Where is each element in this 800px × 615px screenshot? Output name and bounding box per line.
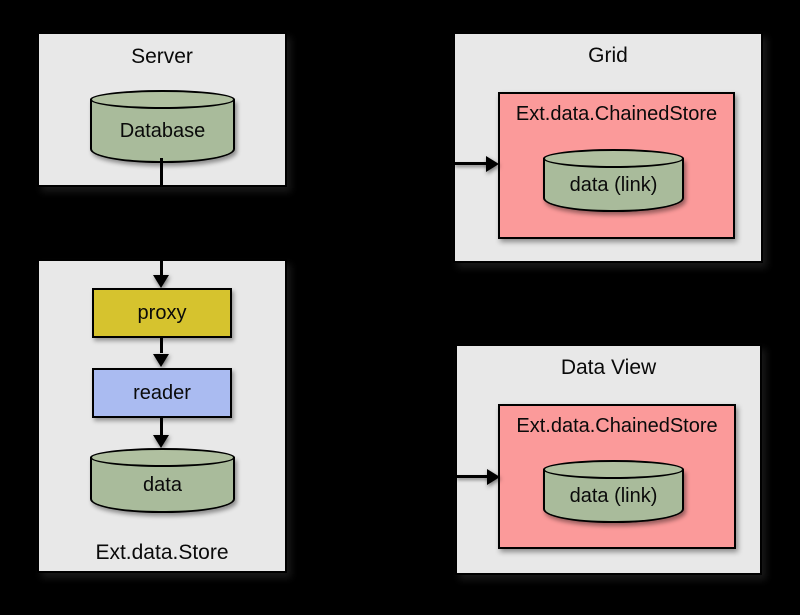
reader-box: reader <box>92 368 232 418</box>
data-view-chained-store-title: Ext.data.ChainedStore <box>516 415 718 437</box>
connector-database-to-store <box>160 158 163 187</box>
proxy-box: proxy <box>92 288 232 338</box>
connector-into-data-view <box>455 475 488 478</box>
arrowhead-into-reader-icon <box>153 354 169 367</box>
connector-store-inlet <box>160 259 163 276</box>
connector-proxy-to-reader <box>160 338 163 353</box>
database-cylinder: Database <box>90 90 235 163</box>
grid-data-link-cylinder-top <box>543 149 684 168</box>
arrowhead-into-grid-icon <box>486 156 499 172</box>
data-view-data-link-label: data (link) <box>569 484 658 507</box>
store-data-cylinder: data <box>90 448 235 513</box>
store-data-cylinder-top <box>90 448 235 467</box>
data-view-title: Data View <box>560 356 657 379</box>
grid-chained-store-title: Ext.data.ChainedStore <box>515 103 718 125</box>
database-cylinder-top <box>90 90 235 109</box>
arrowhead-into-proxy-icon <box>153 275 169 288</box>
connector-reader-to-data <box>160 418 163 435</box>
store-title: Ext.data.Store <box>95 541 229 564</box>
grid-data-link-label: data (link) <box>569 173 658 196</box>
arrowhead-into-data-view-icon <box>487 469 500 485</box>
server-title: Server <box>131 45 193 68</box>
data-view-data-link-cylinder: data (link) <box>543 460 684 523</box>
database-label: Database <box>119 119 206 142</box>
arrowhead-into-data-icon <box>153 435 169 448</box>
store-data-label: data <box>143 473 182 496</box>
connector-into-grid <box>453 162 487 165</box>
data-view-data-link-cylinder-top <box>543 460 684 479</box>
database-cylinder-body <box>90 99 235 163</box>
grid-title: Grid <box>588 44 628 67</box>
grid-data-link-cylinder: data (link) <box>543 149 684 212</box>
